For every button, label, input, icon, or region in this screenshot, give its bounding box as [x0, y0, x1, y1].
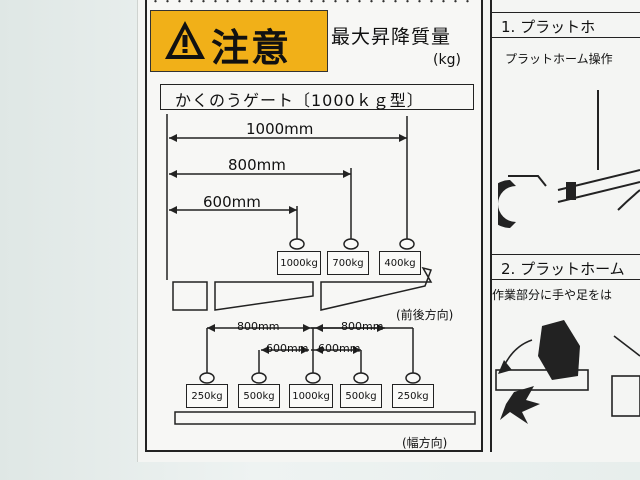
step1-title: 1. プラットホ	[501, 18, 596, 36]
platform-illustration	[498, 90, 640, 228]
width-direction-label: (幅方向)	[402, 436, 448, 450]
width-dim-left-800: 800mm	[237, 320, 280, 333]
width-weight-250-left: 250kg	[186, 384, 228, 408]
gate-title-box: かくのうゲート〔1000ｋｇ型〕	[160, 84, 474, 110]
depth-direction-label: (前後方向)	[396, 308, 454, 322]
load-diagram	[166, 114, 476, 425]
width-dim-left-600: 600mm	[266, 342, 309, 355]
max-load-label: 最大昇降質量	[331, 26, 452, 48]
cut-off-top-text: ・・・・・・・・・・・・・・・・・・・・・・・・・・・	[150, 0, 474, 8]
depth-dim-600: 600mm	[203, 193, 261, 211]
width-dim-right-600: 600mm	[318, 342, 361, 355]
depth-dim-1000: 1000mm	[246, 120, 314, 138]
weight-box-1000: 1000kg	[277, 251, 321, 275]
gate-title: かくのうゲート〔1000ｋｇ型〕	[175, 91, 424, 110]
caution-title: 注意	[211, 26, 292, 70]
width-weight-500-right: 500kg	[340, 384, 382, 408]
weight-box-400: 400kg	[379, 251, 421, 275]
width-dim-right-800: 800mm	[341, 320, 384, 333]
step2-header: 2. プラットホーム	[490, 254, 640, 280]
kg-unit-label: (kg)	[433, 52, 461, 68]
right-panel-frame	[490, 0, 640, 452]
weight-box-700: 700kg	[327, 251, 369, 275]
caution-header: 注意	[150, 10, 328, 72]
step2-text: 作業部分に手や足をは	[492, 288, 613, 302]
warning-triangle-icon	[165, 21, 205, 59]
step1-text: プラットホーム操作	[505, 52, 613, 66]
width-weight-500-left: 500kg	[238, 384, 280, 408]
width-weight-1000-center: 1000kg	[289, 384, 333, 408]
step2-title: 2. プラットホーム	[501, 260, 625, 278]
depth-dim-800: 800mm	[228, 156, 286, 174]
width-weight-250-right: 250kg	[392, 384, 434, 408]
step1-header: 1. プラットホ	[490, 12, 640, 38]
hand-pinch-illustration	[495, 320, 640, 424]
